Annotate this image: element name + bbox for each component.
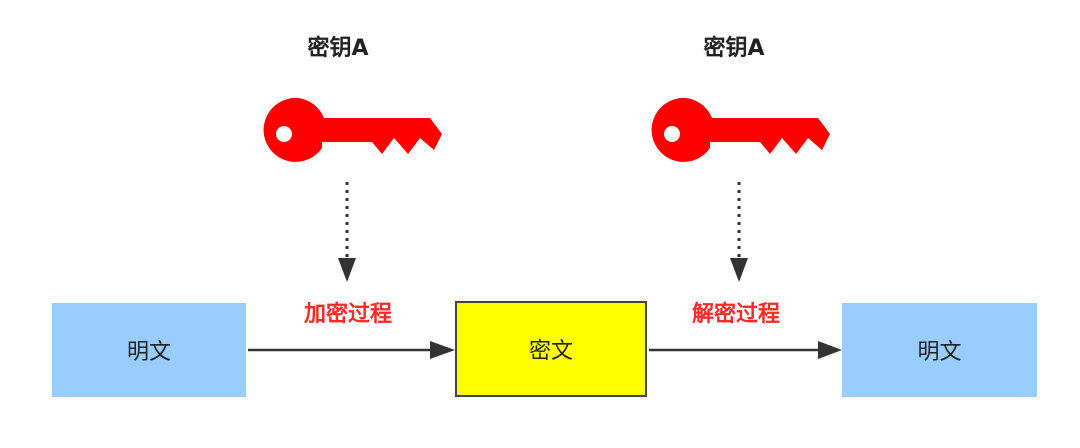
- dotted-arrow-right: [730, 182, 748, 282]
- plaintext-box-left-label: 明文: [126, 340, 171, 365]
- plaintext-box-left: 明文: [52, 303, 246, 397]
- key-icon: [651, 97, 830, 162]
- encrypt-arrow: [248, 341, 455, 359]
- decrypt-arrow: [649, 341, 842, 359]
- decrypt-process-label: 解密过程: [691, 302, 780, 327]
- dotted-arrow-left: [338, 182, 356, 282]
- ciphertext-box-label: 密文: [528, 339, 573, 364]
- encrypt-process-label: 加密过程: [303, 302, 392, 327]
- key-label-left: 密钥A: [307, 36, 369, 61]
- key-icon: [263, 97, 442, 162]
- ciphertext-box: 密文: [455, 301, 647, 397]
- plaintext-box-right: 明文: [842, 303, 1037, 397]
- plaintext-box-right-label: 明文: [917, 340, 962, 365]
- key-label-right: 密钥A: [703, 36, 765, 61]
